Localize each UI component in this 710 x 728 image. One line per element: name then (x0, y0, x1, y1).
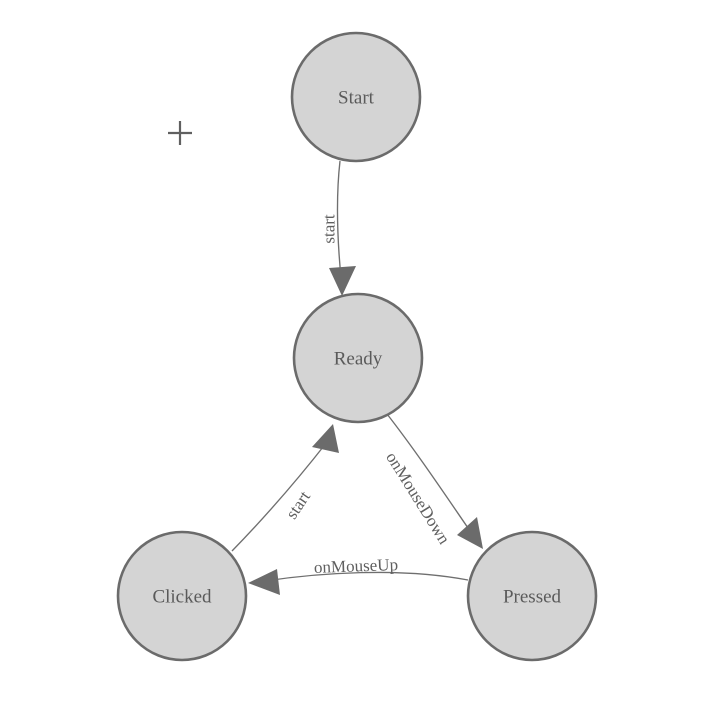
arrowhead-ready-to-pressed (457, 517, 483, 549)
edge-label-pressed-to-clicked: onMouseUp (314, 555, 399, 577)
node-start-circle[interactable] (290, 31, 422, 163)
edge-label-start-to-ready: start (320, 214, 339, 244)
node-ready-label: Ready (334, 349, 383, 370)
arrowhead-pressed-to-clicked (248, 569, 280, 595)
arrowhead-start-to-ready (329, 266, 356, 296)
node-clicked-circle[interactable] (116, 530, 248, 662)
node-start[interactable]: Start (290, 31, 422, 163)
edge-pressed-to-clicked[interactable] (248, 569, 469, 595)
arrowhead-clicked-to-ready (312, 424, 339, 453)
node-ready-circle[interactable] (292, 292, 424, 424)
plus-marker-icon[interactable] (168, 121, 192, 145)
node-clicked[interactable]: Clicked (116, 530, 248, 662)
edge-ready-to-pressed[interactable] (386, 413, 483, 549)
edge-label-ready-to-pressed: onMouseDown (382, 449, 454, 548)
node-pressed[interactable]: Pressed (466, 530, 598, 662)
node-pressed-label: Pressed (503, 587, 562, 608)
edge-path-clicked-to-ready (231, 441, 328, 552)
edge-start-to-ready[interactable] (329, 160, 356, 296)
node-start-label: Start (338, 88, 375, 109)
edge-path-pressed-to-clicked (264, 571, 469, 582)
edge-clicked-to-ready[interactable] (231, 424, 339, 552)
edge-label-clicked-to-ready: start (282, 487, 314, 522)
node-ready[interactable]: Ready (292, 292, 424, 424)
node-pressed-circle[interactable] (466, 530, 598, 662)
node-clicked-label: Clicked (152, 587, 212, 608)
